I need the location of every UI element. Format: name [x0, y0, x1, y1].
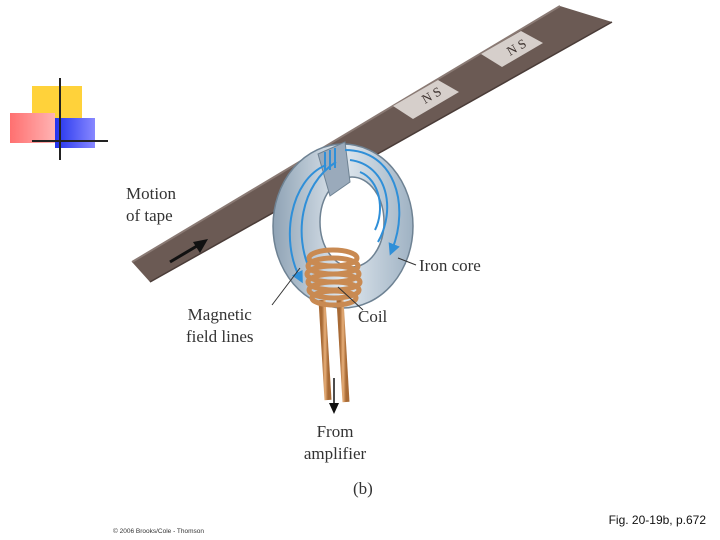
signal-arrow	[329, 378, 339, 414]
magnetic-field-lines	[288, 148, 401, 284]
label-magnetic-line1: Magnetic	[187, 305, 252, 324]
label-coil: Coil	[358, 307, 388, 326]
deco-red-square	[10, 113, 55, 143]
label-motion-of-tape: Motion of tape	[126, 183, 176, 227]
label-pointers	[271, 257, 417, 311]
panel-label: (b)	[353, 479, 373, 498]
copyright-notice: © 2006 Brooks/Cole - Thomson	[113, 528, 205, 535]
motion-arrow	[169, 239, 208, 264]
label-from-line1: From	[316, 422, 354, 441]
label-magnetic-field-lines: Magnetic field lines	[186, 304, 254, 348]
deco-blue-square	[55, 118, 95, 148]
label-from-line2: amplifier	[303, 444, 367, 463]
label-from-amplifier: From amplifier	[292, 421, 378, 465]
label-magnetic-line2: field lines	[186, 327, 254, 346]
coil	[304, 247, 363, 403]
figure-caption: Fig. 20-19b, p.672	[608, 513, 706, 527]
label-iron-core: Iron core	[419, 256, 481, 275]
label-motion-line2: of tape	[126, 206, 173, 225]
magnetic-tape: N S N S	[131, 5, 613, 283]
deco-horizontal-line	[32, 140, 108, 142]
deco-vertical-line	[59, 78, 61, 160]
label-motion-line1: Motion	[126, 184, 177, 203]
